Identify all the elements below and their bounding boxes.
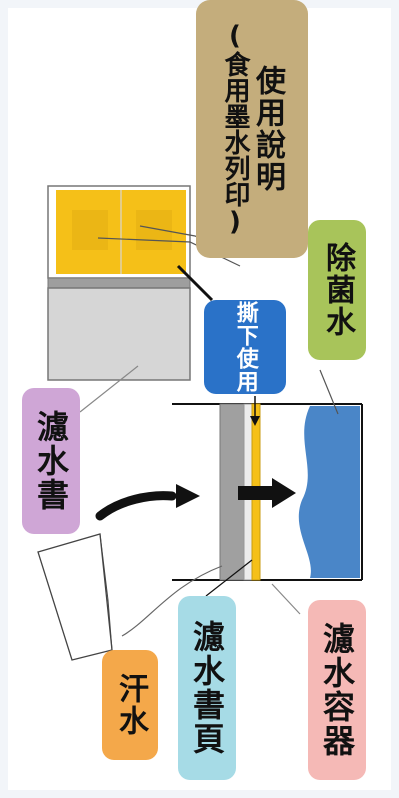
- manual-pointer-line: [97, 237, 241, 267]
- tear-connector-line: [176, 264, 214, 302]
- sweat-pointer-line: [121, 565, 223, 637]
- filter-container-label: 濾水容器: [308, 600, 366, 780]
- book-cover: [47, 287, 191, 381]
- water-pointer-line: [319, 369, 339, 415]
- filter-page-label: 濾水書頁: [178, 596, 236, 780]
- sweat-paper: [37, 533, 113, 661]
- manual-label-line2: (食用墨水列印): [220, 21, 250, 237]
- book-page-print-left: [72, 210, 108, 250]
- manual-label-line1: 使用說明: [250, 65, 285, 193]
- tear-use-label: 撕下 使用: [204, 300, 286, 394]
- book-illustration: [47, 185, 241, 413]
- page-pointer-line: [205, 559, 253, 597]
- book-pointer-line: [79, 365, 139, 413]
- book-page-print-right: [136, 210, 172, 250]
- manual-label: 使用說明 (食用墨水列印): [196, 0, 308, 258]
- flow-arrow-shaft: [238, 486, 272, 500]
- tear-arrow-head: [250, 416, 260, 426]
- container-illustration: [172, 369, 363, 615]
- container-pointer-line: [271, 583, 301, 615]
- sterile-water-label: 除菌水: [308, 220, 366, 360]
- sweat-illustration: [37, 484, 223, 661]
- tear-use-line2: 使用: [232, 347, 258, 393]
- sweat-label: 汗水: [102, 650, 158, 760]
- filter-book-label: 濾水書: [22, 388, 80, 534]
- tear-use-line1: 撕下: [232, 301, 258, 347]
- flow-arrow-head: [272, 478, 296, 508]
- sweat-paper-fold: [99, 533, 113, 651]
- sterile-water-fill: [298, 406, 360, 578]
- sweat-arrow-curve: [95, 491, 177, 521]
- sweat-arrow-head: [176, 484, 200, 508]
- book-filter-strip: [47, 277, 191, 289]
